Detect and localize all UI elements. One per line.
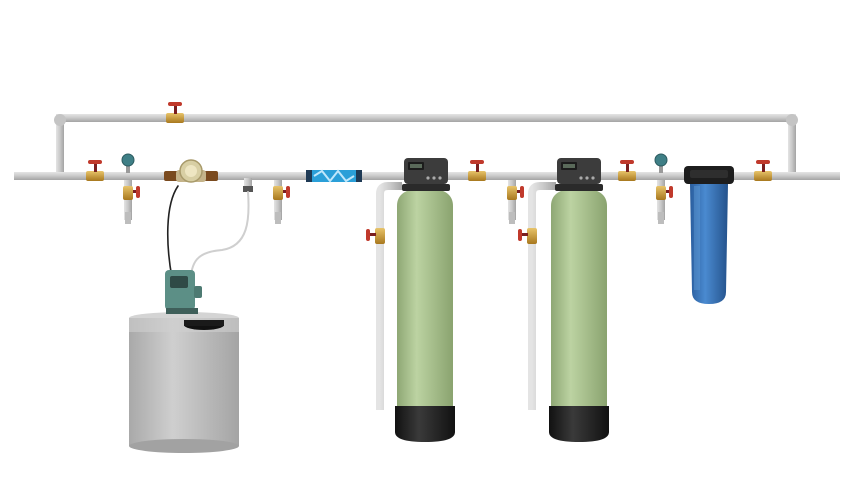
bypass-line — [54, 114, 798, 176]
filter-2-control-head[interactable] — [555, 158, 603, 191]
filter-2 — [549, 188, 609, 442]
outlet-pressure-gauge — [654, 153, 668, 173]
static-mixer — [306, 169, 362, 183]
filter-1 — [395, 188, 455, 442]
bypass-valve[interactable] — [166, 102, 184, 123]
dosing-cables — [166, 185, 250, 283]
water-meter — [164, 159, 218, 183]
chemical-tank — [129, 312, 239, 453]
post-filter-valve[interactable] — [618, 160, 636, 181]
filter-2-drain-line — [528, 182, 556, 410]
dosing-pump[interactable] — [165, 270, 202, 314]
outlet-valve[interactable] — [754, 160, 772, 181]
sample-tap-3[interactable] — [507, 180, 524, 224]
outlet-sample-tap[interactable] — [656, 180, 673, 224]
filter-1-drain-line — [376, 182, 402, 410]
inlet-pressure-gauge — [121, 153, 135, 173]
filter-2-drain-valve[interactable] — [518, 228, 537, 244]
filter-1-drain-valve[interactable] — [366, 228, 385, 244]
inlet-valve[interactable] — [86, 160, 104, 181]
sensor-tee — [243, 178, 253, 192]
inlet-sample-tap[interactable] — [123, 180, 140, 224]
sample-tap-2[interactable] — [273, 180, 290, 224]
filter-1-control-head[interactable] — [402, 158, 450, 191]
cartridge-filter — [684, 166, 734, 304]
inter-filter-valve[interactable] — [468, 160, 486, 181]
